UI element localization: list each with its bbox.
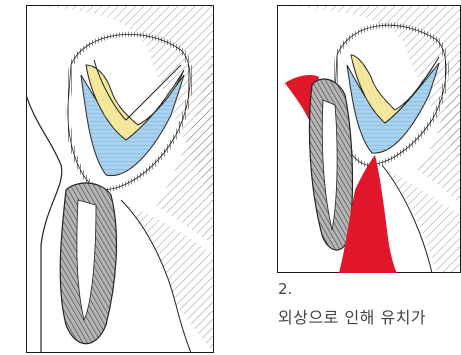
diagram-panel-left <box>26 5 214 353</box>
tooth-trauma-illustration <box>277 5 461 273</box>
caption-number: 2. <box>278 280 292 298</box>
caption-text: 외상으로 인해 유치가 <box>278 304 426 328</box>
diagram-panel-right <box>277 5 461 273</box>
tooth-development-illustration <box>26 5 214 353</box>
